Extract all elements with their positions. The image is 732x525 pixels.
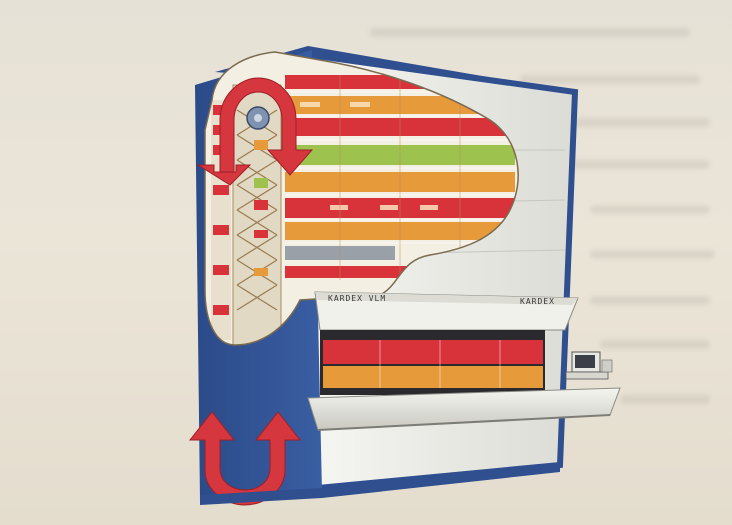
- control-terminal-icon: [566, 352, 612, 379]
- brand-label-right: KARDEX: [520, 297, 555, 306]
- brand-label: KARDEX VLM: [328, 294, 386, 303]
